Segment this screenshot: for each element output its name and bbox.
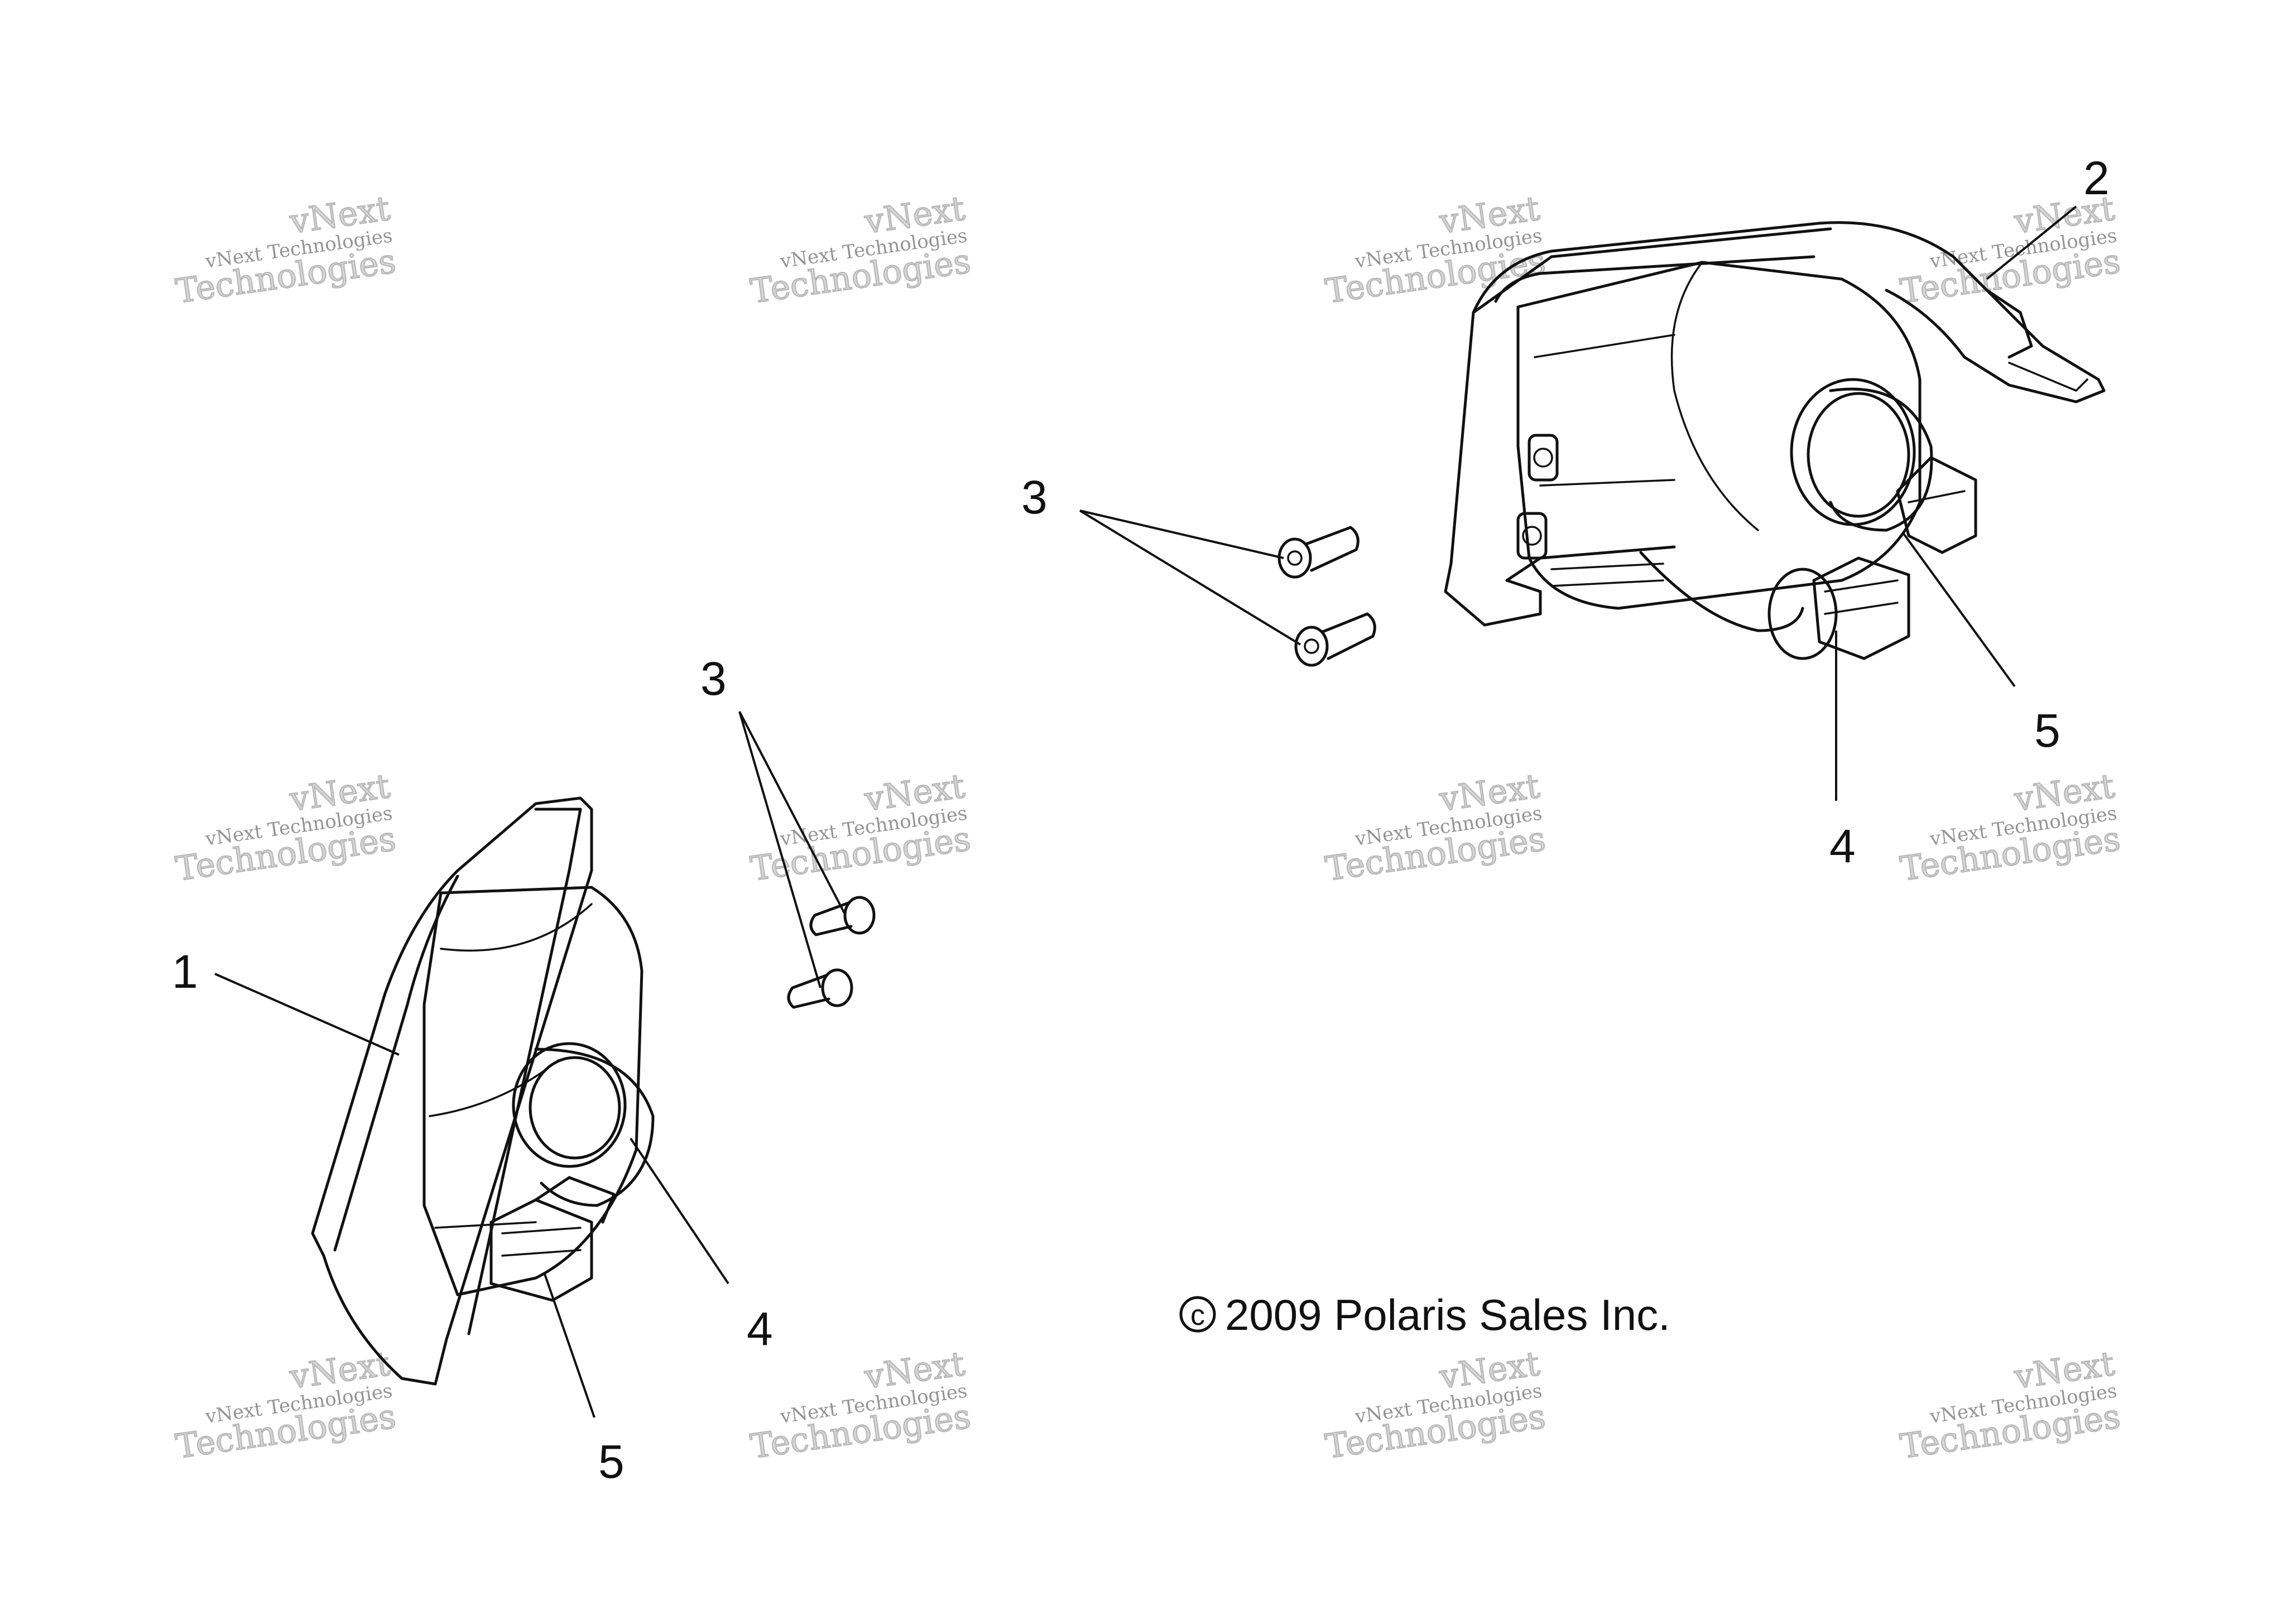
copyright-circle-icon <box>1179 1296 1216 1333</box>
callout-1: 1 <box>172 945 198 998</box>
callout-2: 2 <box>2083 152 2110 204</box>
callout-4-right: 4 <box>1829 820 1856 872</box>
copyright-text: 2009 Polaris Sales Inc. <box>1225 1290 1670 1339</box>
screw <box>1277 526 1360 579</box>
screw <box>809 896 876 936</box>
screw <box>1294 612 1376 667</box>
screw <box>787 968 853 1009</box>
headlight-assembly-right <box>1444 221 2106 660</box>
screws-right <box>1277 526 1376 667</box>
callout-numbers: 2 3 3 5 4 1 4 5 <box>172 152 2110 1488</box>
callout-5-left: 5 <box>598 1435 625 1488</box>
callout-4-left: 4 <box>747 1303 773 1355</box>
callout-3-left: 3 <box>700 652 727 705</box>
screws-left <box>787 896 876 1009</box>
copyright-notice: c 2009 Polaris Sales Inc. <box>1179 1290 1670 1339</box>
callout-5-right: 5 <box>2034 704 2060 757</box>
callout-3-top: 3 <box>1021 471 1048 523</box>
leader-lines <box>214 205 2077 1418</box>
headlight-assembly-left <box>311 796 655 1386</box>
copyright-symbol: c <box>1190 1299 1205 1332</box>
